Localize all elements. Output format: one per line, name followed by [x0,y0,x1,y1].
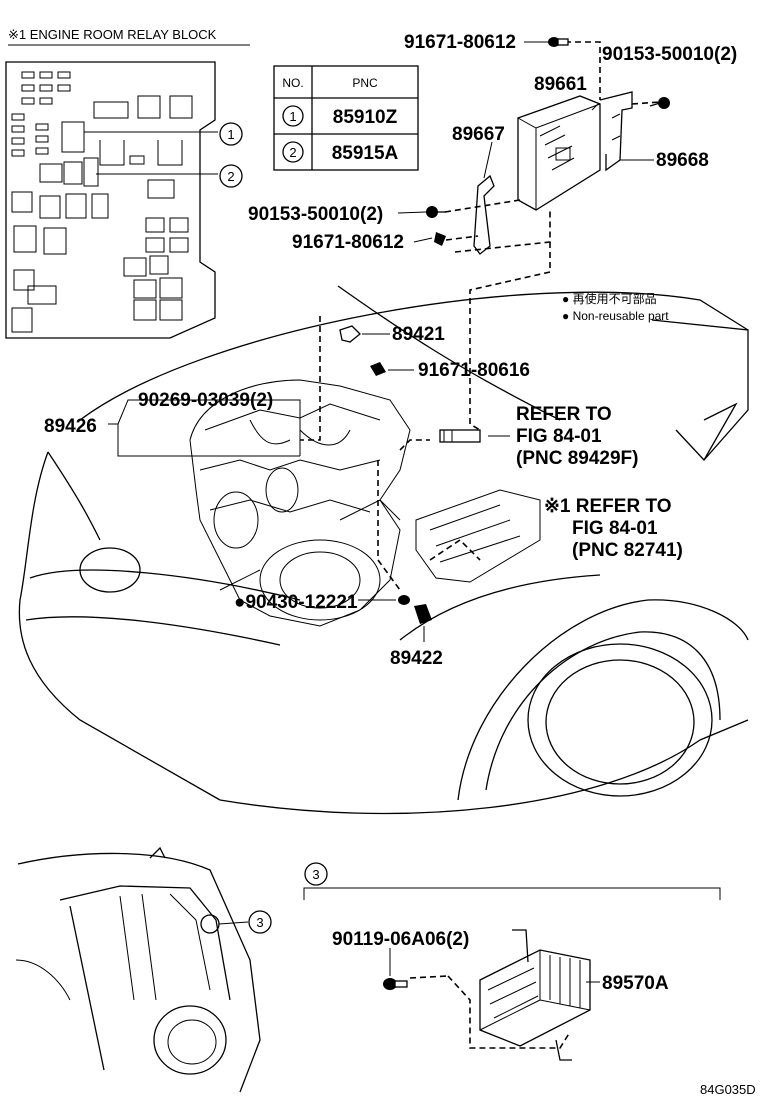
label-89426: 89426 [44,416,97,437]
callout-3-detail: 3 [312,867,319,882]
module-89570a [479,929,591,1061]
relay-block-title: ※1 ENGINE ROOM RELAY BLOCK [8,27,217,42]
hood-outline [79,291,749,421]
bumper-outline [18,451,221,801]
legend-japanese: ● 再使用不可部品 [562,291,657,306]
relay-block-fuses [11,71,193,333]
label-89570a: 89570A [602,973,669,994]
label-90119-06a06: 90119-06A06(2) [332,929,469,950]
label-89667: 89667 [452,124,505,145]
detail-3: 3 90119-06A06(2) 89570A [303,862,721,1061]
label-91671-80612-top: 91671-80612 [404,32,516,53]
pnc-table-header-no: NO. [282,76,303,90]
pnc-row-1-pnc: 85910Z [333,107,398,128]
rear-wheel [153,1005,227,1075]
front-wheel [527,643,713,797]
sensor-89429f [439,429,481,443]
vehicle-front: 89421 91671-80616 90269-03039(2) 89426 R… [18,285,749,815]
pnc-row-1-no: 1 [289,109,296,124]
knock-sensor-89422 [414,604,432,624]
bracket-89668 [599,91,633,172]
refer-82741-line1: ※1 REFER TO [544,496,671,517]
bolt-90119-06a06 [383,978,408,990]
pnc-table-header-pnc: PNC [352,76,378,90]
label-90153-50010-top: 90153-50010(2) [602,44,737,65]
label-89421: 89421 [392,324,445,345]
refer-89429f-line3: (PNC 89429F) [516,448,639,469]
legend-non-reusable: ● Non-reusable part [562,309,669,323]
wheel-arch [457,599,749,801]
bolt-91671-80612-mid [434,232,446,246]
label-91671-80612-mid: 91671-80612 [292,232,404,253]
refer-82741-line3: (PNC 82741) [572,540,683,561]
relay-callout-2: 2 [227,169,234,184]
engine-room-relay-block: ※1 ENGINE ROOM RELAY BLOCK [5,27,250,339]
bolt-91671-80612-top [548,37,569,47]
label-89422: 89422 [390,648,443,669]
bolt-91671-80616 [370,362,386,376]
refer-89429f-line2: FIG 84-01 [516,426,602,447]
legend: ● 再使用不可部品 ● Non-reusable part [562,291,669,323]
vehicle-rear-view: 3 [15,846,272,1093]
pnc-row-2-pnc: 85915A [332,143,399,164]
relay-block-engine-bay [415,489,541,583]
gasket-90430-12221 [398,595,410,605]
bolt-90153-50010-top [649,97,670,109]
relay-block-outline [5,61,216,339]
label-90430-12221: ●90430-12221 [234,592,358,613]
pnc-row-2-no: 2 [289,145,296,160]
bolt-90153-50010-mid [426,206,446,218]
label-90153-50010-mid: 90153-50010(2) [248,204,383,225]
refer-89429f-line1: REFER TO [516,404,612,425]
engine-block [189,379,411,627]
figure-code: 84G035D [700,1082,756,1097]
sensor-89421 [339,325,361,343]
pnc-table: NO. PNC 1 85910Z 2 85915A [273,65,419,171]
bracket-89667 [473,174,495,255]
refer-82741-line2: FIG 84-01 [572,518,658,539]
label-89661: 89661 [534,74,587,95]
relay-callout-1: 1 [227,127,234,142]
ecu-assembly: 91671-80612 90153-50010(2) 89661 89667 8… [248,32,737,431]
label-89668: 89668 [656,150,709,171]
label-90269-03039: 90269-03039(2) [138,390,273,411]
fog-light [79,547,141,593]
callout-3-car: 3 [256,915,263,930]
label-91671-80616: 91671-80616 [418,360,530,381]
